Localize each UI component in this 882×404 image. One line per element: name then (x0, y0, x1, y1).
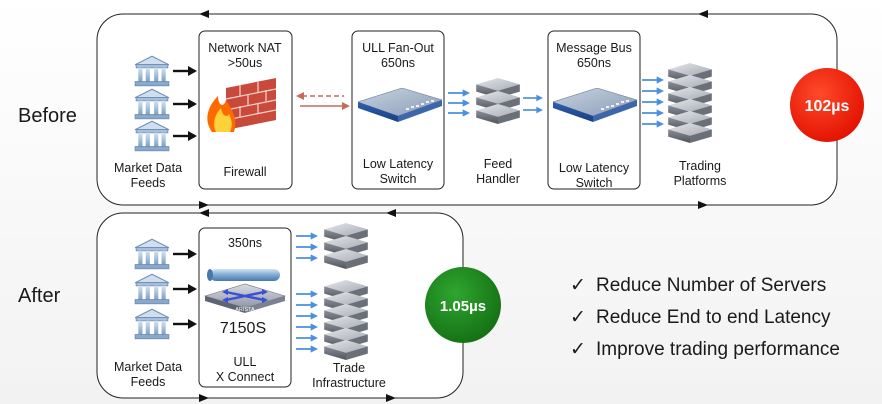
after-sources-label: Market Data (114, 360, 182, 374)
firewall-title: Network NAT (208, 41, 282, 55)
trade-infrastructure-server-icon (324, 223, 368, 360)
trading-platforms-label: Trading (679, 159, 721, 173)
fanout-switch-title: 650ns (381, 56, 415, 70)
benefit-check-icon: ✓ (570, 339, 586, 360)
after-label: After (18, 285, 61, 307)
trade-infrastructure-label: Trade (333, 361, 365, 375)
firewall-icon (207, 78, 277, 132)
bidirectional-arrow-icon (296, 92, 350, 110)
after-latency-badge (425, 267, 501, 343)
before-latency-badge (790, 68, 864, 142)
arista-brand: ARISTA (235, 307, 255, 313)
benefit-item: Reduce Number of Servers (596, 275, 826, 296)
before-latency-value: 102µs (805, 98, 850, 115)
trading-platforms-label: Platforms (674, 174, 727, 188)
message-bus-name: Switch (576, 176, 613, 190)
message-bus-title: Message Bus (556, 41, 632, 55)
after-latency-value: 1.05µs (440, 298, 486, 315)
fanout-switch-name: Switch (380, 172, 417, 186)
firewall-title: >50us (228, 56, 262, 70)
after-flow-arrow (386, 209, 396, 217)
before-sources-label: Feeds (131, 176, 166, 190)
xconnect-name: X Connect (216, 370, 275, 384)
before-flow-arrow (199, 201, 209, 209)
before-flow-arrow (698, 10, 708, 18)
message-bus-name: Low Latency (559, 161, 630, 175)
before-flow-arrow (698, 201, 708, 209)
fanout-switch-title: ULL Fan-Out (362, 41, 434, 55)
before-sources-label: Market Data (114, 161, 182, 175)
message-bus-title: 650ns (577, 56, 611, 70)
before-flow-arrow (199, 10, 209, 18)
after-flow-arrow (386, 394, 396, 402)
feed-handler-server-icon (476, 78, 520, 124)
benefit-check-icon: ✓ (570, 307, 586, 328)
feed-handler-label: Handler (476, 172, 520, 186)
after-sources-label: Feeds (131, 375, 166, 389)
trade-infrastructure-label: Infrastructure (312, 376, 386, 390)
after-flow-arrow (199, 209, 209, 217)
xconnect-model: 7150S (220, 320, 266, 337)
xconnect-latency: 350ns (228, 236, 262, 250)
xconnect-name: ULL (234, 355, 257, 369)
benefit-item: Improve trading performance (596, 339, 840, 360)
benefit-check-icon: ✓ (570, 275, 586, 296)
benefits-list: ✓ Reduce Number of Servers ✓ Reduce End … (570, 275, 840, 360)
after-flow-arrow (199, 394, 209, 402)
fanout-switch-name: Low Latency (363, 157, 434, 171)
firewall-name: Firewall (223, 165, 266, 179)
arista-switch-icon (203, 269, 287, 313)
feed-handler-label: Feed (484, 157, 513, 171)
benefit-item: Reduce End to end Latency (596, 307, 831, 328)
before-section: Before Market Data Feeds Network NAT >50… (18, 10, 864, 209)
before-label: Before (18, 105, 77, 127)
after-section: After Market Data Feeds 350ns ARISTA 715… (18, 209, 501, 402)
